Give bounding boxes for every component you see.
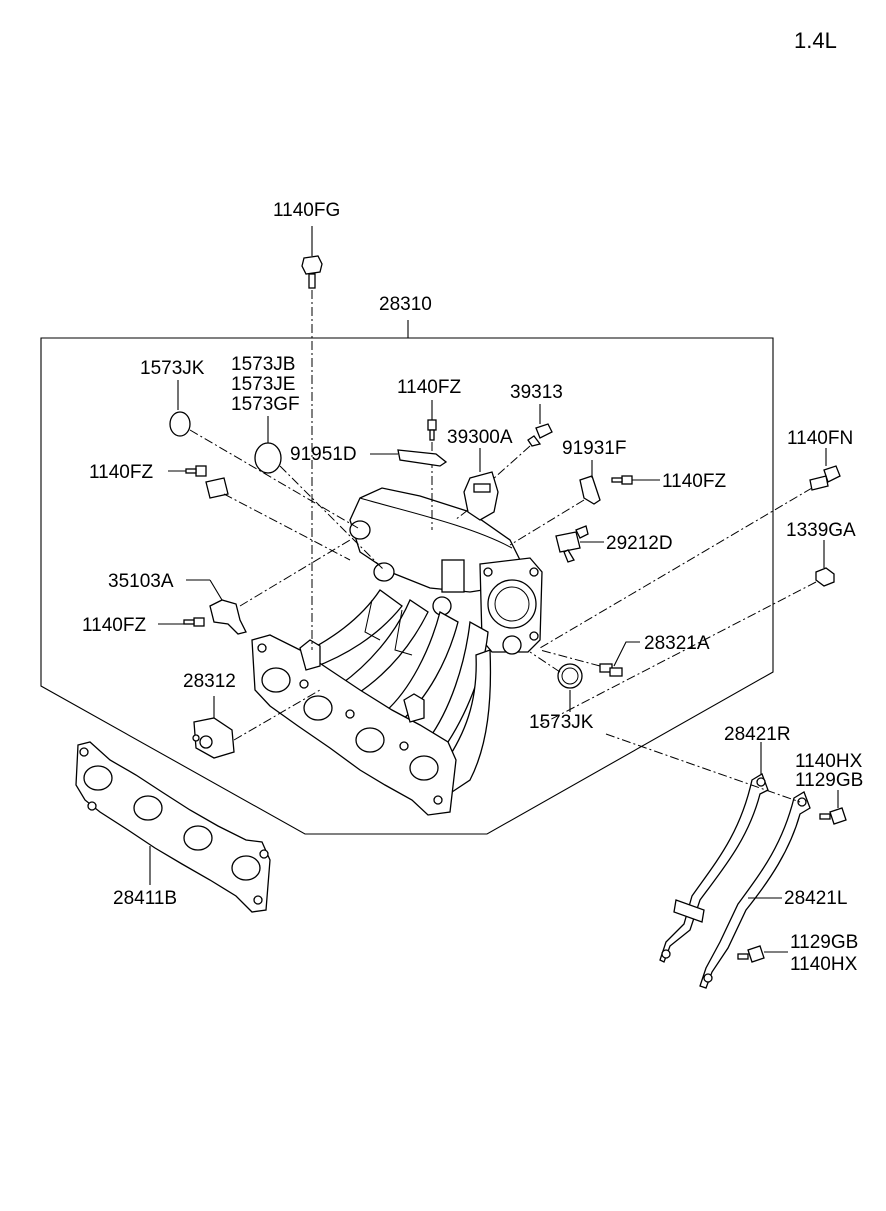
clip-left (205, 477, 229, 499)
label-1129GB-lower: 1129GB (790, 932, 858, 953)
label-39300A: 39300A (447, 427, 513, 448)
label-1129GB-upper: 1129GB (795, 770, 863, 791)
label-1573JE: 1573JE (231, 374, 295, 395)
leader-28321A (613, 641, 640, 667)
sensor-39300A (463, 471, 499, 521)
screw-39313 (527, 423, 553, 447)
bolt-1140FN (809, 465, 841, 491)
dash-clip-left (223, 493, 351, 561)
dash-28321A (539, 649, 601, 667)
label-28411B: 28411B (113, 888, 177, 909)
bolt-1140FZ-right (611, 475, 633, 485)
fitting-29212D (555, 525, 589, 563)
assembly-outline (40, 337, 774, 835)
label-1140FN: 1140FN (787, 428, 853, 449)
label-1573JK-bottom: 1573JK (529, 712, 594, 733)
dash-1573GF (279, 465, 385, 571)
dash-1573JK-top (189, 429, 359, 529)
label-28321A: 28321A (644, 633, 710, 654)
plug-1573GF (254, 442, 282, 474)
sensor-28321A (599, 663, 623, 677)
label-1140HX-upper: 1140HX (795, 751, 863, 772)
valve-28312 (192, 717, 235, 759)
bracket-91931F (579, 475, 601, 505)
bolt-1140FG (301, 255, 323, 289)
label-1140FZ-low: 1140FZ (82, 615, 146, 636)
stay-28421R (659, 773, 769, 963)
dash-1140FN (539, 487, 813, 649)
leader-35103A-b (209, 579, 223, 601)
dash-91931F (509, 499, 585, 546)
label-1140FZ-top: 1140FZ (397, 377, 461, 398)
dash-35103A (239, 539, 351, 607)
label-1140FZ-right: 1140FZ (662, 471, 726, 492)
bolt-1140HX-upper (819, 807, 847, 825)
bolt-1140FZ-low (183, 617, 205, 627)
label-28312: 28312 (183, 671, 236, 692)
dash-1573JK-bottom (529, 651, 561, 673)
label-39313: 39313 (510, 382, 563, 403)
intake-manifold (251, 487, 543, 816)
label-91931F: 91931F (562, 438, 626, 459)
dash-stays (605, 733, 801, 803)
label-1140HX-lower: 1140HX (790, 954, 858, 975)
label-91951D: 91951D (290, 444, 357, 465)
bolt-1140FZ-top (427, 419, 437, 441)
label-1339GA: 1339GA (786, 520, 856, 541)
label-1140FZ-left: 1140FZ (89, 462, 153, 483)
dash-1339GA (539, 581, 817, 726)
plug-1573JK-top (169, 411, 191, 437)
dash-39313 (491, 445, 531, 481)
engine-label: 1.4L (794, 28, 837, 53)
bracket-91951D (397, 449, 448, 467)
label-1573JK-top: 1573JK (140, 358, 205, 379)
label-1573GF: 1573GF (231, 394, 300, 415)
label-29212D: 29212D (606, 533, 673, 554)
dash-39300A (454, 509, 469, 521)
manifold-gasket (75, 741, 271, 913)
bolt-1140FZ-left (185, 465, 207, 477)
label-1140FG: 1140FG (273, 200, 340, 221)
label-28421L: 28421L (784, 888, 847, 909)
label-28421R: 28421R (724, 724, 791, 745)
stay-28421L (699, 791, 811, 989)
label-35103A: 35103A (108, 571, 174, 592)
bracket-35103A (209, 599, 247, 635)
label-28310: 28310 (379, 294, 432, 315)
label-1573JB: 1573JB (231, 354, 295, 375)
bolt-1129GB-lower (737, 945, 765, 963)
nut-1339GA (815, 567, 835, 587)
